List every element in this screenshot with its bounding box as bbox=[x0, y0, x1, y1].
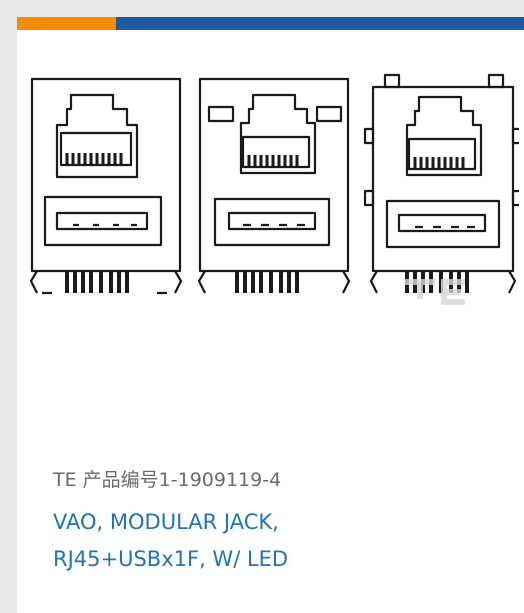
rj45-usb-jack-drawings-icon bbox=[29, 73, 519, 305]
product-title-link[interactable]: VAO, MODULAR JACK, RJ45+USBx1F, W/ LED bbox=[53, 504, 493, 578]
product-image[interactable] bbox=[27, 73, 519, 308]
accent-bar-blue bbox=[116, 17, 524, 30]
product-title-line-2: RJ45+USBx1F, W/ LED bbox=[53, 547, 289, 571]
jack-view-left bbox=[29, 77, 183, 295]
accent-bar bbox=[17, 17, 524, 30]
accent-bar-orange bbox=[17, 17, 116, 30]
part-number-prefix: TE 产品编号 bbox=[53, 469, 159, 491]
part-number: 1-1909119-4 bbox=[158, 469, 282, 491]
te-watermark-icon bbox=[405, 279, 465, 305]
product-card[interactable]: TE 产品编号1-1909119-4 VAO, MODULAR JACK, RJ… bbox=[17, 17, 524, 613]
product-title-line-1: VAO, MODULAR JACK, bbox=[53, 510, 279, 534]
jack-view-middle bbox=[197, 77, 351, 294]
jack-view-right bbox=[363, 73, 519, 294]
part-number-line: TE 产品编号1-1909119-4 bbox=[53, 465, 281, 492]
